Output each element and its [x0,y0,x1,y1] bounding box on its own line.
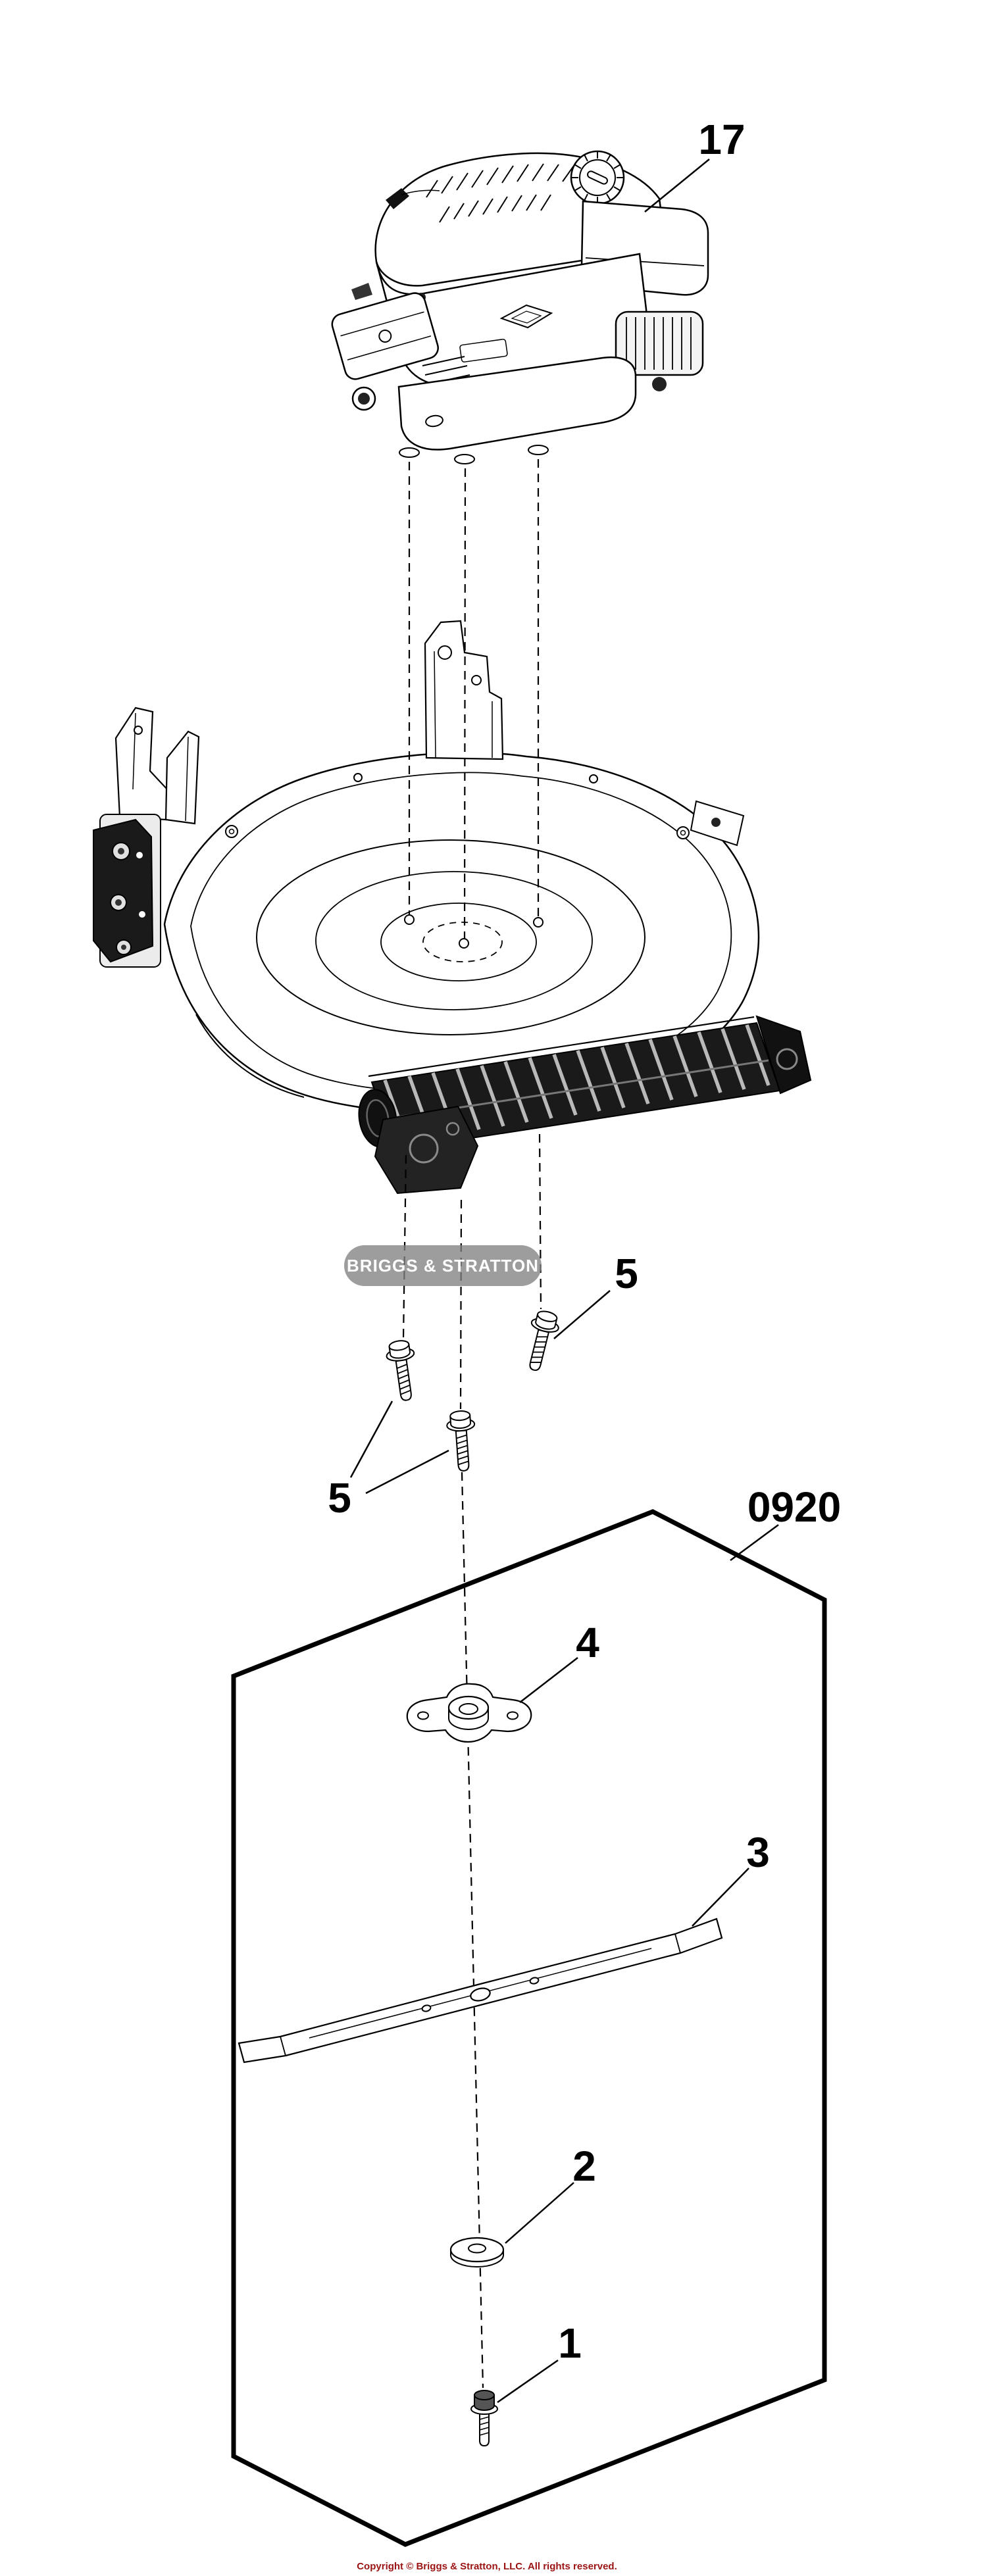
blade-illustration [238,1918,723,2064]
callout-blade-adapter: 4 [576,1619,599,1666]
deck-rear-guard [358,1015,812,1151]
leader-bolt [497,2359,559,2404]
leader-lines [349,159,779,2404]
centerline-right [537,459,542,1310]
mower-deck-illustration [93,620,812,1195]
kit-box-outline [231,1509,827,2547]
engine-recoil-handle [386,188,440,209]
engine-fuel-cap [570,150,625,205]
centerline-middle [459,468,484,2389]
deck-mount-holes [404,914,544,949]
leader-blade [692,1868,749,1927]
leader-kit-box [730,1523,779,1562]
callout-engine: 17 [698,116,746,163]
mounting-screw-middle [446,1410,476,1472]
deck-bolt-holes [225,773,745,847]
callout-blade: 3 [746,1829,770,1876]
callout-kit-box: 0920 [747,1483,842,1531]
bolt-illustration [470,2390,498,2447]
leader-engine [644,159,710,212]
leader-screw-left-b [365,1449,449,1495]
mounting-screw-left [386,1340,415,1401]
blade-adapter-illustration [406,1683,532,1743]
assembly-centerlines [402,459,542,2389]
deck-left-bracket-plates [114,706,200,825]
callout-screw-right: 5 [615,1250,638,1297]
deck-side-mount [93,814,161,968]
engine-muffler [615,310,704,391]
engine-sump [397,356,637,464]
engine-air-filter [331,292,439,380]
briggs-stratton-watermark: BRIGGS & STRATTON [344,1245,542,1286]
engine-primer-bulb [351,386,376,411]
leader-screw-right [553,1290,611,1339]
callout-washer: 2 [572,2143,596,2190]
engine-illustration [331,150,709,464]
briggs-diamond-logo [499,304,553,329]
callout-screw-left: 5 [328,1474,351,1522]
leader-screw-left-a [349,1400,393,1478]
mounting-screw-right [529,1310,559,1371]
deck-bowl-rings [256,839,645,1035]
washer-illustration [449,2237,505,2267]
leader-blade-adapter [519,1657,578,1703]
deck-front-bracket [424,620,504,760]
copyright-text: Copyright © Briggs & Stratton, LLC. All … [357,2561,617,2572]
deck-wheel-bracket [374,1105,479,1195]
leader-washer [505,2182,574,2244]
callout-bolt: 1 [558,2319,582,2367]
